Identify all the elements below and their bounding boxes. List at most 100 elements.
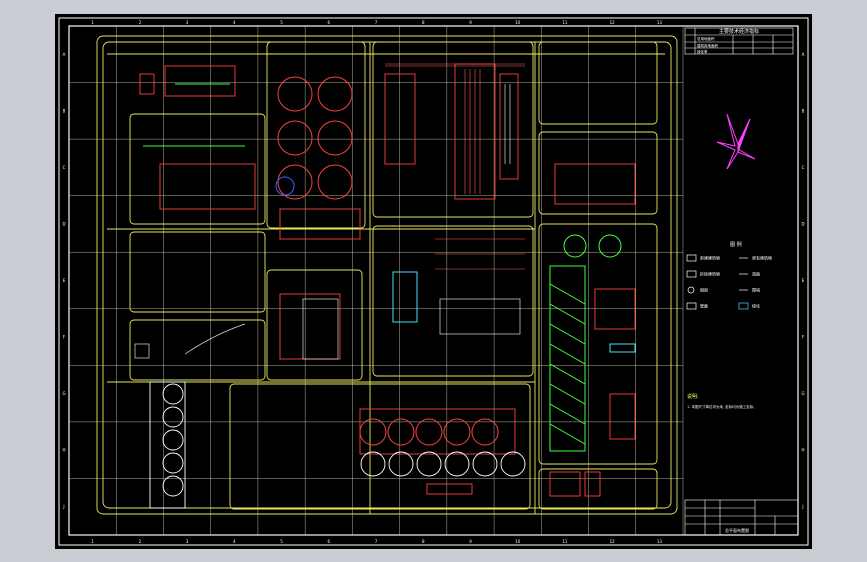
tank-w-6	[500, 451, 526, 477]
tank-pump-house	[426, 483, 473, 495]
grid-row-label: D	[801, 221, 804, 226]
cyan-items	[275, 176, 636, 353]
storage-tanks	[277, 76, 499, 446]
cyan-box	[609, 343, 636, 353]
grid-col-label: 7	[375, 20, 378, 25]
plot-zone-tank-farm	[229, 383, 531, 510]
grid-row-label: A	[63, 52, 66, 57]
title-block-row: 绿化率	[697, 49, 708, 54]
building-gate	[139, 73, 155, 95]
title-block-row: 建筑用地面积	[697, 43, 718, 48]
title-block-row: 总用地面积	[697, 36, 715, 41]
plot-zone-e4	[266, 269, 363, 381]
white-building-e4	[302, 298, 339, 360]
legend-label: 管廊	[700, 303, 708, 309]
grid-col-label: 13	[657, 20, 663, 25]
clarifier-1	[563, 234, 587, 258]
building-pump	[279, 208, 361, 240]
grid-col-label: 11	[562, 539, 568, 544]
legend-label: 围墙	[752, 287, 760, 293]
plot-zone-a9	[538, 41, 658, 125]
grid-row-label: J	[801, 504, 803, 509]
perimeter-road-inner	[102, 41, 672, 509]
building-office	[164, 65, 236, 97]
tank-row-1	[359, 418, 387, 446]
plot-zone-h9	[538, 468, 658, 510]
tank-2	[317, 76, 353, 112]
grid-row-label: D	[62, 221, 65, 226]
legend-symbol	[686, 302, 697, 310]
grid-row-label: J	[62, 504, 64, 509]
grid-col-label: 8	[422, 20, 425, 25]
coordinate-grid	[68, 25, 684, 536]
tank-w-1	[360, 451, 386, 477]
grid-row-label: E	[802, 278, 805, 283]
tank-w-5	[472, 451, 498, 477]
tank-w-2	[388, 451, 414, 477]
legend-label: 原有建筑物	[752, 255, 772, 261]
grid-row-label: B	[63, 108, 66, 113]
legend-label: 绿化	[752, 303, 760, 309]
building-process-3	[499, 73, 519, 180]
left-tank-stack	[149, 381, 186, 509]
grid-row-label: H	[801, 448, 804, 453]
grid-col-label: 4	[233, 20, 236, 25]
grid-col-label: 6	[327, 20, 330, 25]
tank-row-top	[359, 408, 516, 455]
rack-bracing	[549, 283, 586, 445]
grid-col-label: 11	[562, 20, 568, 25]
building-workshop	[159, 163, 256, 210]
title-block-top	[684, 27, 794, 55]
legend-symbol	[686, 254, 697, 262]
grid-col-label: 5	[280, 20, 283, 25]
plot-zone-b5	[372, 41, 534, 218]
grid-col-label: 2	[139, 20, 142, 25]
grid-col-label: 10	[515, 20, 521, 25]
building-e4	[279, 293, 341, 360]
tank-4	[317, 120, 353, 156]
grid-col-label: 12	[610, 539, 616, 544]
grid-col-label: 1	[91, 20, 94, 25]
legend-symbol	[687, 286, 695, 294]
plot-zone-d2	[129, 231, 266, 313]
perimeter-road	[96, 35, 678, 515]
cyan-equipment	[392, 271, 418, 323]
tank-w-3	[416, 451, 442, 477]
white-curve	[184, 323, 246, 355]
white-details	[134, 298, 521, 360]
plot-zone-d5	[372, 225, 534, 377]
building-control	[594, 288, 636, 330]
pipe-racks	[385, 63, 525, 270]
grid-col-label: 5	[280, 539, 283, 544]
legend-symbol	[738, 302, 749, 310]
building-c9	[554, 163, 636, 205]
grid-col-label: 8	[422, 539, 425, 544]
grid-col-label: 10	[515, 539, 521, 544]
outer-frame	[58, 17, 809, 546]
grid-col-label: 4	[233, 539, 236, 544]
grid-col-label: 3	[186, 539, 189, 544]
notes-heading: 说明:	[687, 393, 699, 400]
legend-label: 拆除建筑物	[700, 271, 720, 277]
cooling-tower-rack	[549, 265, 586, 452]
grid-col-label: 9	[469, 539, 472, 544]
grid-row-label: A	[802, 52, 805, 57]
building-process-1	[384, 73, 416, 165]
grid-row-label: G	[62, 391, 65, 396]
main-roads	[107, 42, 665, 514]
grid-col-label: 9	[469, 20, 472, 25]
white-tanks	[149, 381, 526, 509]
title-block-bottom	[684, 499, 799, 536]
tank-5	[277, 164, 313, 200]
grid-row-label: B	[802, 108, 805, 113]
north-arrow-icon	[716, 113, 756, 170]
tank-row-4	[443, 418, 471, 446]
grid-row-label: C	[63, 165, 66, 170]
tank-6	[317, 164, 353, 200]
grid-row-label: F	[802, 335, 805, 340]
notes-line: 1. 本图尺寸单位均为米, 坐标均为施工坐标。	[687, 404, 757, 409]
tank-row-3	[415, 418, 443, 446]
grid-col-label: 3	[186, 20, 189, 25]
